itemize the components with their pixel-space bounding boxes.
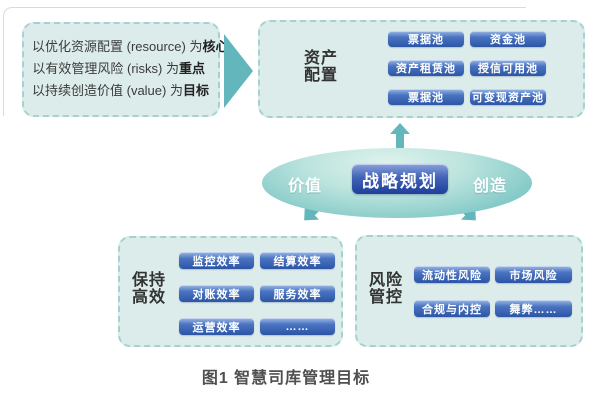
risk-title-line2: 管控 xyxy=(369,289,404,306)
efficiency-pill: 结算效率 xyxy=(260,252,335,269)
principle-line: 以有效管理风险 (risks) 为重点 xyxy=(32,58,205,80)
principle-keyword: 目标 xyxy=(182,83,209,98)
asset-pill-grid: 票据池 资金池 资产租赁池 授信可用池 票据池 可变现资产池 xyxy=(388,31,546,105)
principle-text: 以优化资源配置 (resource) 为 xyxy=(32,39,203,54)
efficiency-pill: …… xyxy=(260,318,335,335)
efficiency-pill: 监控效率 xyxy=(179,252,254,269)
asset-box-title: 资产 配置 xyxy=(304,50,338,84)
strategic-planning-badge: 战略规划 xyxy=(352,164,448,194)
efficiency-box-title: 保持 高效 xyxy=(132,272,166,306)
asset-pill: 可变现资产池 xyxy=(470,89,546,105)
principles-box: 以优化资源配置 (resource) 为核心 以有效管理风险 (risks) 为… xyxy=(22,22,228,117)
risk-pill: 合规与内控 xyxy=(414,300,490,317)
asset-pill: 票据池 xyxy=(388,31,464,47)
efficiency-title-line1: 保持 xyxy=(132,272,167,289)
asset-title-line2: 配置 xyxy=(304,67,339,84)
asset-pill: 资产租赁池 xyxy=(388,60,464,76)
efficiency-pill: 服务效率 xyxy=(260,285,335,302)
asset-pill: 票据池 xyxy=(388,89,464,105)
risk-pill: 市场风险 xyxy=(495,266,572,283)
efficiency-pill: 对账效率 xyxy=(179,285,254,302)
principle-text: 以有效管理风险 (risks) 为 xyxy=(32,61,179,76)
asset-allocation-box: 资产 配置 票据池 资金池 资产租赁池 授信可用池 票据池 可变现资产池 xyxy=(258,20,585,118)
principle-keyword: 重点 xyxy=(178,61,205,76)
principle-line: 以优化资源配置 (resource) 为核心 xyxy=(32,36,228,58)
efficiency-box: 保持 高效 监控效率 结算效率 对账效率 服务效率 运营效率 …… xyxy=(118,236,343,347)
principle-text: 以持续创造价值 (value) 为 xyxy=(32,83,183,98)
risk-pill: 流动性风险 xyxy=(414,266,490,283)
asset-pill: 授信可用池 xyxy=(470,60,546,76)
asset-pill: 资金池 xyxy=(470,31,546,47)
risk-control-box: 风险 管控 流动性风险 市场风险 合规与内控 舞弊…… xyxy=(355,235,583,347)
efficiency-pill: 运营效率 xyxy=(179,318,254,335)
risk-pill: 舞弊…… xyxy=(495,300,572,317)
risk-box-title: 风险 管控 xyxy=(369,272,403,306)
arrow-up-icon xyxy=(390,123,410,148)
efficiency-title-line2: 高效 xyxy=(132,289,167,306)
principle-keyword: 核心 xyxy=(202,39,229,54)
asset-title-line1: 资产 xyxy=(304,50,339,67)
risk-title-line1: 风险 xyxy=(369,272,404,289)
arrow-right-icon xyxy=(224,34,253,108)
figure-caption: 图1 智慧司库管理目标 xyxy=(201,370,371,387)
principle-line: 以持续创造价值 (value) 为目标 xyxy=(32,80,209,102)
efficiency-pill-grid: 监控效率 结算效率 对账效率 服务效率 运营效率 …… xyxy=(179,252,335,335)
risk-pill-grid: 流动性风险 市场风险 合规与内控 舞弊…… xyxy=(414,266,572,317)
value-label: 价值 xyxy=(288,178,323,195)
create-label: 创造 xyxy=(473,178,508,195)
principles-text: 以优化资源配置 (resource) 为核心 以有效管理风险 (risks) 为… xyxy=(24,24,228,115)
